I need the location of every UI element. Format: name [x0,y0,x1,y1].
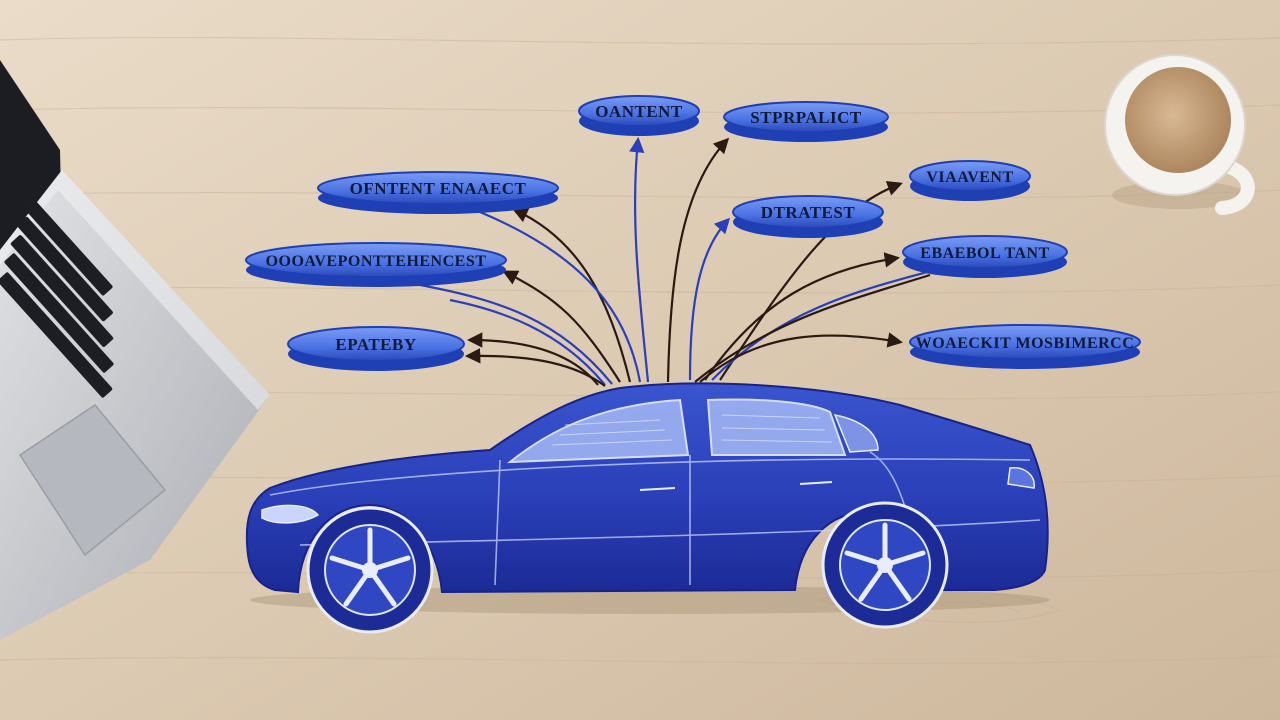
coffee-mug-icon [1104,54,1255,215]
arrow-to-viaavent [719,181,903,381]
connector-arrows [419,136,936,387]
car-headlight [261,504,320,524]
bubble-ooo: OOOAVEPONTTEHENCEST [245,242,507,287]
laptop-trackpad [18,403,167,557]
bubble-woaeckit: WOAECKIT MOSBIMERCC [909,324,1141,369]
car-wheel-front [306,506,434,634]
arrow-to-stprpalict [666,137,730,383]
laptop-icon [0,60,270,640]
bubble-label: EPATEBY [335,335,416,354]
arrow-to-dtratest [688,217,731,381]
car-window-front [506,398,690,464]
bubble-dtratest: DTRATEST [732,195,884,238]
arrow-to-woaeckit [699,332,904,383]
bubble-label: OFNTENT ENAAECT [350,179,527,198]
arrow-to-ofntent-enaaect [512,208,632,383]
bubble-label: STPRPALICT [750,108,862,127]
bubble-label: EBAEBOL TANT [920,245,1049,262]
car-wheel-rear [821,501,949,629]
bubble-label: OANTENT [595,102,683,121]
bubble-label: OOOAVEPONTTEHENCEST [266,253,487,270]
arrow-to-ebaebol-tant [704,252,901,381]
bubble-ebaebol-tant: EBAEBOL TANT [902,235,1068,278]
laptop-keyboard [0,198,114,398]
bubble-ofntent-enaaect: OFNTENT ENAAECT [317,171,559,214]
bubble-label: VIAAVENT [926,169,1013,186]
bubble-viaavent: VIAAVENT [909,160,1031,201]
bubble-oantent: OANTENT [578,95,700,136]
bubble-stprpalict: STPRPALICT [723,101,889,142]
arrow-to-ooo [502,270,621,383]
bubble-label: DTRATEST [761,203,856,222]
car-icon [245,382,1050,634]
bubble-epateby: EPATEBY [287,326,465,371]
arrow-to-oantent [629,136,650,383]
bubble-label: WOAECKIT MOSBIMERCC [916,335,1135,352]
car-taillight [1007,467,1035,489]
arrow-to-epateby [466,332,599,386]
